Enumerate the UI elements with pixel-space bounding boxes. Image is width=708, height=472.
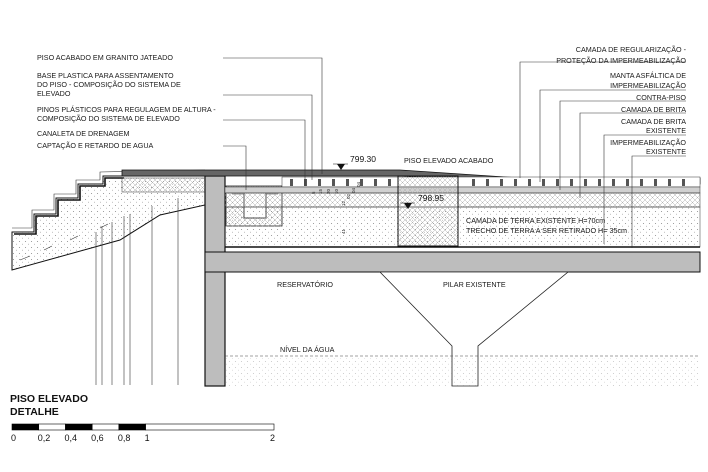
label-pinos-1: PINOS PLÁSTICOS PARA REGULAGEM DE ALTURA…	[37, 105, 216, 114]
label-base-plastica-1: BASE PLASTICA PARA ASSENTAMENTO	[37, 71, 174, 80]
labels-right: CAMADA DE REGULARIZAÇÃO - PROTEÇÃO DA IM…	[556, 45, 686, 156]
leaders-right	[519, 61, 686, 248]
water-level	[225, 355, 700, 386]
label-captacao: CAPTAÇÃO E RETARDO DE AGUA	[37, 141, 154, 150]
dim-41: 41	[341, 228, 346, 234]
pedestal-pin	[360, 179, 363, 186]
pedestal-pin	[486, 179, 489, 186]
pedestal-pin	[556, 179, 559, 186]
pedestal-pin	[584, 179, 587, 186]
leaders-left	[223, 57, 323, 190]
elevation-lower-label: 798.95	[418, 193, 444, 203]
scale-tick-label: 0,6	[91, 433, 104, 443]
elevation-top: 799.30	[333, 154, 376, 170]
scale-segment	[91, 423, 120, 431]
label-piso-elevado: PISO ELEVADO ACABADO	[404, 156, 494, 165]
label-brita: CAMADA DE BRITA	[621, 105, 686, 114]
pedestal-pin	[304, 179, 307, 186]
title-line-2: DETALHE	[10, 406, 59, 418]
label-regularizacao-2: PROTEÇÃO DA IMPERMEABILIZAÇÃO	[556, 56, 686, 65]
dim-20: 20	[326, 188, 331, 194]
scale-bar: 0 0,2 0,4 0,6 0,8 1 2	[11, 423, 275, 443]
pedestal-pin	[388, 179, 391, 186]
scale-segment	[118, 423, 146, 431]
label-contra-piso: CONTRA-PISO	[636, 93, 686, 102]
scale-tick-label: 0,8	[118, 433, 131, 443]
pedestal-pin	[668, 179, 671, 186]
pedestal-pin	[332, 179, 335, 186]
label-canaleta: CANALETA DE DRENAGEM	[37, 129, 130, 138]
pedestal-pin	[640, 179, 643, 186]
label-pilar: PILAR EXISTENTE	[443, 280, 506, 289]
pedestal-pin	[626, 179, 629, 186]
dim-02: 02	[346, 193, 351, 199]
label-regularizacao-1: CAMADA DE REGULARIZAÇÃO -	[576, 45, 687, 54]
pedestal-pins	[290, 179, 685, 186]
pedestal-pin	[290, 179, 293, 186]
pedestal-pin	[612, 179, 615, 186]
labels-left: PISO ACABADO EM GRANITO JATEADO BASE PLA…	[37, 53, 216, 150]
title-line-1: PISO ELEVADO	[10, 393, 88, 405]
scale-tick-label: 2	[270, 433, 275, 443]
pedestal-pin	[374, 179, 377, 186]
dim-04b: 04	[356, 181, 361, 187]
pedestal-pin	[528, 179, 531, 186]
pedestal-pin	[570, 179, 573, 186]
elevation-lower: 798.95	[400, 193, 444, 209]
scale-segment	[65, 423, 93, 431]
scale-segment	[145, 423, 275, 431]
pedestal-pin	[346, 179, 349, 186]
pedestal-pin	[654, 179, 657, 186]
scale-segment	[11, 423, 40, 431]
pedestal-pin	[318, 179, 321, 186]
scale-tick-label: 0	[11, 433, 16, 443]
floor-layers	[121, 169, 701, 273]
label-base-plastica-2: DO PISO - COMPOSIÇÃO DO SISTEMA DE	[37, 80, 181, 89]
label-imperm-existente-2: EXISTENTE	[646, 147, 686, 156]
pedestal-pin	[472, 179, 475, 186]
label-nivel-agua: NÍVEL DA ÁGUA	[280, 345, 335, 354]
scale-tick-label: 0,2	[38, 433, 51, 443]
label-brita-existente-2: EXISTENTE	[646, 126, 686, 135]
section-labels: PISO ELEVADO ACABADO CAMADA DE TERRA EXI…	[277, 156, 627, 354]
scale-tick-label: 1	[145, 433, 150, 443]
label-pinos-2: COMPOSIÇÃO DO SISTEMA DE ELEVADO	[37, 114, 180, 123]
pedestal-pin	[598, 179, 601, 186]
label-piso-acabado: PISO ACABADO EM GRANITO JATEADO	[37, 53, 173, 62]
dim-5: 5	[311, 191, 316, 194]
dim-15: 15	[318, 188, 323, 194]
scale-segment	[38, 423, 66, 431]
dim-10: 10	[334, 188, 339, 194]
pedestal-pin	[500, 179, 503, 186]
pedestal-pin	[514, 179, 517, 186]
dim-12: 12	[341, 200, 346, 206]
dim-04a: 04	[351, 187, 356, 193]
pedestal-pin	[542, 179, 545, 186]
label-base-plastica-3: ELEVADO	[37, 89, 71, 98]
label-manta-2: IMPERMEABILIZAÇÃO	[610, 81, 686, 90]
drawing-title: PISO ELEVADO DETALHE	[10, 393, 88, 418]
pedestal-pin	[682, 179, 685, 186]
pillar-head	[397, 175, 459, 247]
stair-structure	[11, 169, 206, 271]
concrete-pillar	[204, 175, 226, 387]
left-wall	[95, 198, 179, 385]
scale-tick-label: 0,4	[64, 433, 77, 443]
label-imperm-existente-1: IMPERMEABILIZAÇÃO	[610, 138, 686, 147]
label-terra-2: TRECHO DE TERRA A SER RETIRADO H= 35cm	[466, 226, 627, 235]
dimensions: 5 15 20 10 12 02 04 04 41	[311, 181, 361, 234]
elevation-top-label: 799.30	[350, 154, 376, 164]
label-reservatorio: RESERVATÓRIO	[277, 280, 333, 289]
label-terra-1: CAMADA DE TERRA EXISTENTE H=70cm	[466, 216, 605, 225]
label-brita-existente-1: CAMADA DE BRITA	[621, 117, 686, 126]
label-manta-1: MANTA ASFÁLTICA DE	[610, 71, 686, 80]
